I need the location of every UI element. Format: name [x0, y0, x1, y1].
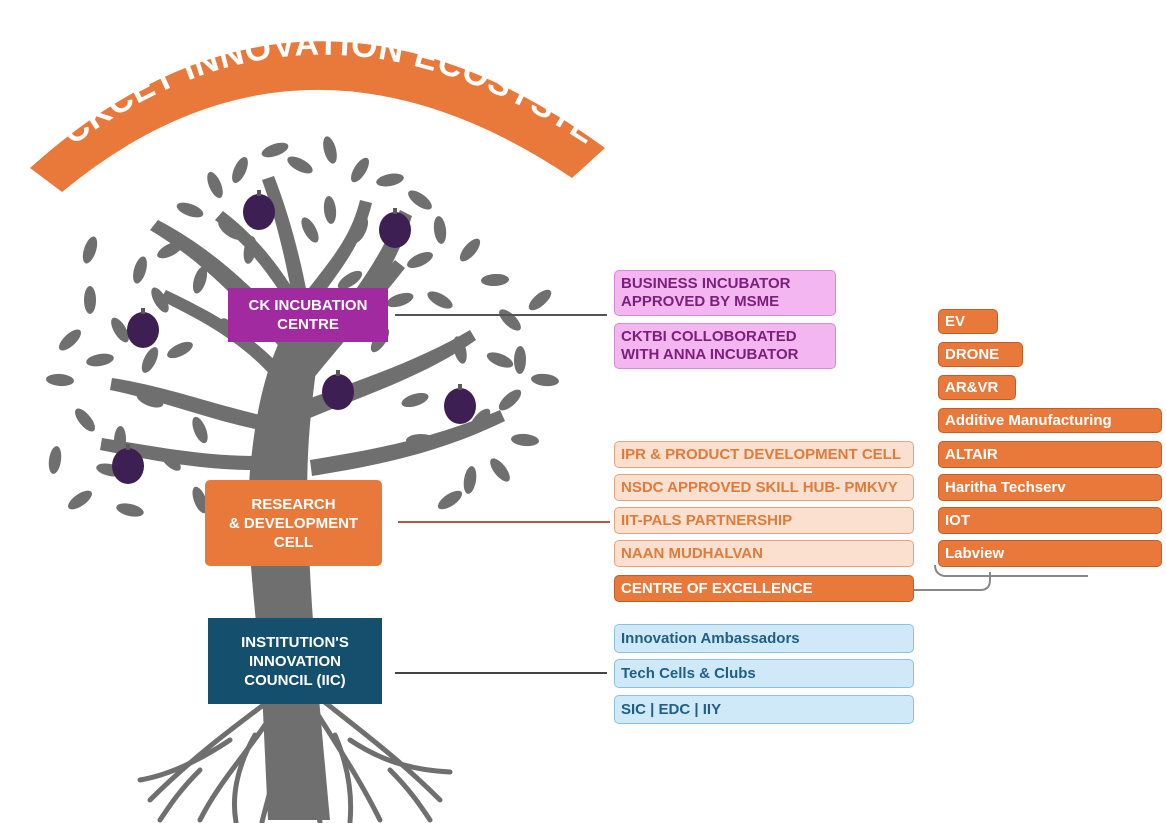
incubation-item-anna: CKTBI COLLOBORATED WITH ANNA INCUBATOR — [614, 323, 836, 369]
leaf-shape — [48, 446, 62, 474]
root-strand — [332, 732, 354, 823]
leaf-shape — [58, 329, 82, 351]
leaf-shape — [499, 309, 521, 331]
leaf-shape — [407, 251, 433, 269]
leaf-shape — [323, 196, 337, 224]
leaf-shape — [323, 136, 337, 164]
leaf-shape — [408, 190, 432, 210]
centre-of-excellence: CENTRE OF EXCELLENCE — [614, 575, 914, 602]
coe-item-additive-manufacturing: Additive Manufacturing — [938, 408, 1162, 433]
coe-item-labview: Labview — [938, 540, 1162, 567]
root-strand — [197, 707, 278, 823]
research-item-naan-mudhalvan: NAAN MUDHALVAN — [614, 540, 914, 567]
fruit-stem — [126, 444, 130, 450]
coe-item-drone: DRONE — [938, 342, 1023, 367]
leaf-shape — [75, 408, 95, 432]
root-strand — [347, 737, 453, 775]
leaf-shape — [192, 266, 208, 294]
leaf-shape — [68, 490, 92, 510]
leaf-shape — [287, 156, 313, 174]
leaf-shape — [207, 171, 223, 199]
incubation-item-msme: BUSINESS INCUBATOR APPROVED BY MSME — [614, 270, 836, 316]
leaf-shape — [116, 503, 144, 517]
fruit-stem — [257, 190, 261, 196]
leaf-shape — [433, 216, 447, 244]
root-strand — [147, 697, 273, 803]
fruit-icon — [243, 194, 275, 230]
fruit-icon — [127, 312, 159, 348]
iic-item-innovation-ambassadors: Innovation Ambassadors — [614, 624, 914, 653]
leaf-shape — [486, 352, 514, 368]
leaf-shape — [82, 236, 98, 264]
leaf-shape — [111, 317, 129, 343]
coe-item-altair: ALTAIR — [938, 441, 1162, 468]
fruit-stem — [393, 208, 397, 214]
leaf-shape — [490, 458, 510, 482]
leaf-shape — [141, 347, 159, 373]
leaf-shape — [301, 217, 319, 243]
research-item-ipr: IPR & PRODUCT DEVELOPMENT CELL — [614, 441, 914, 468]
fruit-icon — [444, 388, 476, 424]
leaf-shape — [459, 238, 481, 262]
leaf-shape — [176, 202, 204, 218]
root-strand — [312, 707, 383, 823]
fruit-icon — [112, 448, 144, 484]
root-strand — [157, 767, 203, 823]
research-development-box: RESEARCH & DEVELOPMENT CELL — [205, 480, 382, 566]
iic-item-tech-cells-clubs: Tech Cells & Clubs — [614, 659, 914, 688]
fruit-icon — [379, 212, 411, 248]
incubation-centre-box: CK INCUBATION CENTRE — [228, 288, 388, 342]
iic-item-sic-edc-iiy: SIC | EDC | IIY — [614, 695, 914, 724]
leaf-shape — [86, 353, 114, 367]
leaf-shape — [84, 286, 96, 314]
leaf-shape — [192, 416, 208, 444]
fruit-stem — [458, 384, 462, 390]
arch-band — [30, 41, 605, 193]
leaf-shape — [232, 156, 248, 184]
title-arch: CKCET INNOVATION ECOSYSTEM — [0, 0, 605, 193]
leaf-shape — [337, 270, 363, 290]
leaf-shape — [46, 373, 74, 387]
root-strand — [137, 737, 233, 783]
root-strand — [232, 732, 258, 823]
leaf-shape — [401, 392, 429, 408]
tree-roots — [137, 697, 453, 823]
fruit-stem — [336, 370, 340, 376]
leaf-shape — [528, 289, 552, 311]
coe-item-ev: EV — [938, 309, 998, 334]
leaf-shape — [481, 273, 509, 287]
leaf-shape — [192, 486, 208, 514]
leaf-shape — [351, 157, 369, 183]
leaf-shape — [498, 389, 522, 411]
fruit-stem — [141, 308, 145, 314]
leaf-shape — [437, 490, 463, 510]
leaf-shape — [427, 291, 453, 309]
leaf-shape — [511, 433, 539, 447]
root-strand — [259, 712, 288, 823]
root-strand — [319, 697, 443, 803]
connector-research — [398, 521, 610, 523]
fruit-icon — [322, 374, 354, 410]
root-strand — [297, 712, 323, 823]
leaf-shape — [531, 373, 559, 387]
leaf-shape — [261, 142, 289, 158]
leaf-shape — [386, 292, 414, 308]
connector-iic — [395, 672, 607, 674]
coe-item-ar-vr: AR&VR — [938, 375, 1016, 400]
leaf-shape — [133, 256, 147, 284]
research-item-nsdc: NSDC APPROVED SKILL HUB- PMKVY — [614, 474, 914, 501]
leaf-shape — [463, 466, 477, 494]
coe-item-haritha-techserv: Haritha Techserv — [938, 474, 1162, 501]
research-item-iit-pals: IIT-PALS PARTNERSHIP — [614, 507, 914, 534]
leaf-shape — [167, 341, 193, 359]
connector-incubation — [395, 314, 607, 316]
root-strand — [387, 767, 433, 823]
connector-excellence — [914, 564, 1088, 591]
iic-box: INSTITUTION'S INNOVATION COUNCIL (IIC) — [208, 618, 382, 704]
coe-item-iot: IOT — [938, 507, 1162, 534]
leaf-shape — [376, 173, 404, 187]
fruits — [112, 190, 476, 484]
leaf-shape — [513, 346, 527, 374]
